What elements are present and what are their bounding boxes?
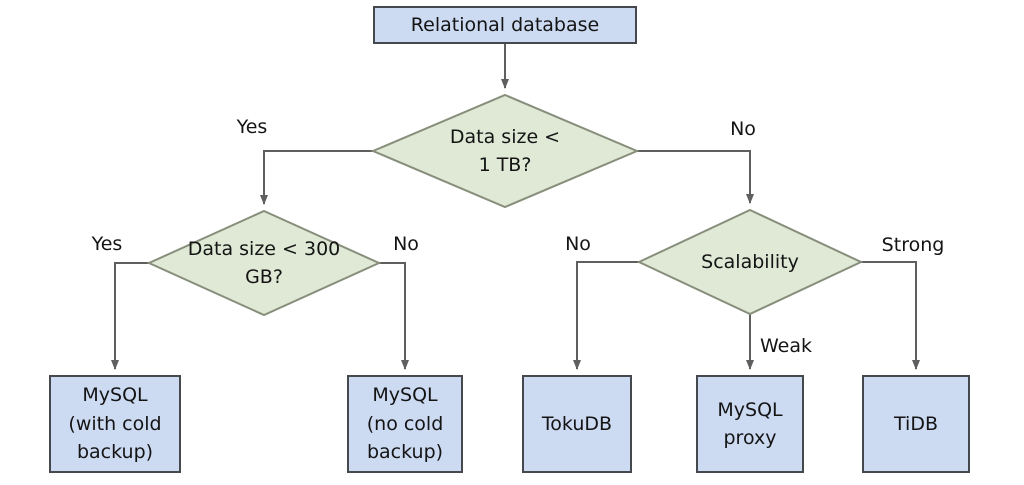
arrow-d3-strong-to-tidb — [861, 261, 920, 370]
decision-scalability-shape — [636, 208, 864, 316]
outcome-tidb-shape — [862, 375, 970, 473]
outcome-mysql-no-cold-backup-shape — [347, 375, 463, 473]
edge-label-d3-no: No — [565, 233, 591, 255]
edge-label-d1-no: No — [730, 118, 756, 140]
arrow-d1-yes-to-d2 — [260, 150, 373, 205]
arrow-d2-no-to-mysql-no-cold-backup — [379, 262, 409, 370]
outcome-mysql-proxy-shape — [696, 375, 804, 473]
arrow-d3-no-to-tokudb — [573, 261, 639, 370]
arrow-d1-no-to-d3 — [637, 150, 754, 204]
edge-label-d2-no: No — [393, 233, 419, 255]
edge-label-d2-yes: Yes — [91, 233, 123, 255]
outcome-tokudb-shape — [522, 375, 632, 473]
decision-data-size-300gb-shape — [146, 209, 382, 317]
edge-label-d1-yes: Yes — [236, 116, 268, 138]
edge-label-d3-weak: Weak — [759, 335, 813, 357]
arrow-d2-yes-to-mysql-with-cold-backup — [111, 262, 149, 370]
decision-data-size-1tb-shape — [370, 93, 640, 209]
root-node-shape — [373, 6, 637, 44]
edge-label-d3-strong: Strong — [881, 234, 945, 256]
outcome-mysql-with-cold-backup-shape — [49, 375, 181, 473]
